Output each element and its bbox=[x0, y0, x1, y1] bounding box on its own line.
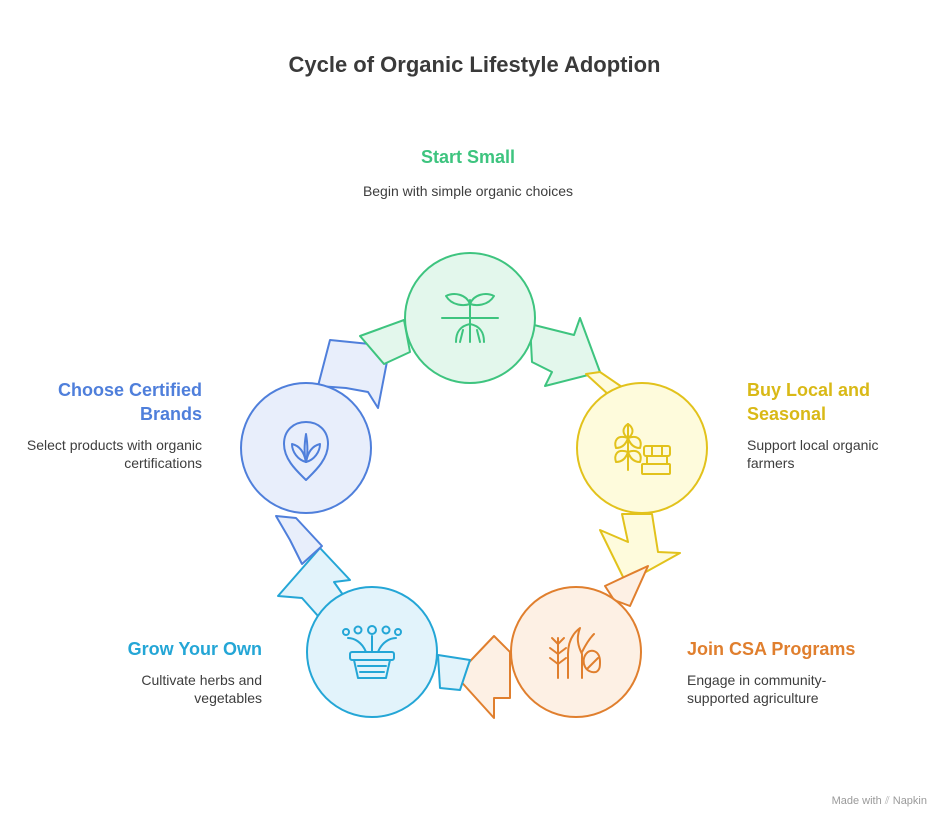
step-description: Select products with organic certificati… bbox=[26, 437, 202, 471]
napkin-logo-icon: ⫽ bbox=[884, 795, 890, 807]
leaf-badge-icon bbox=[283, 421, 329, 481]
step-heading: Buy Local and Seasonal bbox=[747, 380, 871, 424]
step-label-grow: Grow Your Own Cultivate herbs and vegeta… bbox=[62, 637, 262, 707]
arrow-csa-to-grow bbox=[437, 635, 511, 719]
circle-buy-local bbox=[576, 382, 708, 514]
arrow-buy-to-csa bbox=[599, 513, 681, 607]
step-heading: Join CSA Programs bbox=[687, 639, 856, 659]
circle-certified bbox=[240, 382, 372, 514]
page-title: Cycle of Organic Lifestyle Adoption bbox=[288, 52, 661, 77]
potted-plant-icon bbox=[342, 625, 402, 679]
circle-csa bbox=[510, 586, 642, 718]
arrow-certified-to-start bbox=[317, 319, 411, 409]
step-heading: Start Small bbox=[420, 147, 516, 167]
step-label-start-small: Start Small Begin with simple organic ch… bbox=[362, 145, 574, 200]
arrow-start-to-buy bbox=[529, 317, 623, 397]
step-label-certified: Choose Certified Brands Select products … bbox=[22, 378, 202, 472]
step-description: Begin with simple organic choices bbox=[362, 183, 574, 199]
step-label-csa: Join CSA Programs Engage in community-su… bbox=[687, 637, 907, 707]
step-heading: Grow Your Own bbox=[127, 639, 262, 659]
farm-plants-icon bbox=[549, 627, 601, 679]
footer-credit: Made with ⫽ Napkin bbox=[832, 795, 927, 808]
step-description: Engage in community-supported agricultur… bbox=[687, 672, 827, 706]
sprout-icon bbox=[441, 293, 499, 343]
wheat-market-icon bbox=[614, 423, 671, 475]
footer-made-with: Made with bbox=[831, 795, 882, 807]
step-heading: Choose Certified Brands bbox=[57, 380, 202, 424]
footer-brand: Napkin bbox=[892, 795, 927, 807]
step-description: Cultivate herbs and vegetables bbox=[141, 672, 262, 706]
step-label-buy-local: Buy Local and Seasonal Support local org… bbox=[747, 378, 917, 472]
step-description: Support local organic farmers bbox=[747, 437, 879, 471]
